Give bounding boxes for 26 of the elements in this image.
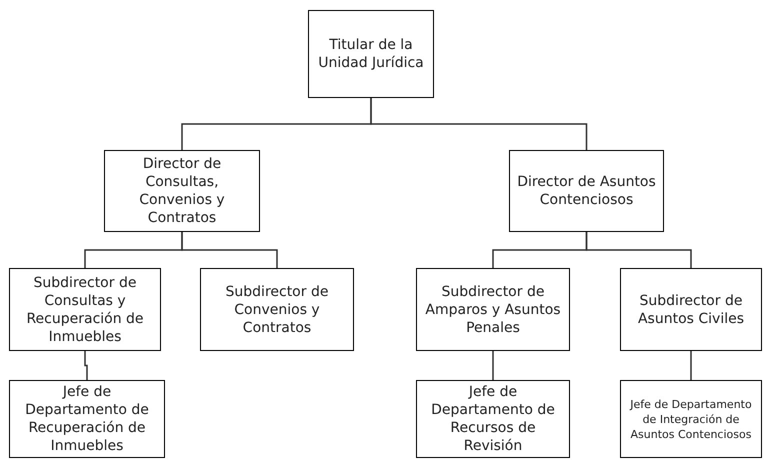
- connector-line: [181, 232, 278, 268]
- connector-line: [84, 351, 88, 380]
- position-title: Subdirector de Asuntos Civiles: [636, 292, 746, 328]
- org-box: [9, 380, 165, 458]
- org-box: [620, 380, 762, 458]
- position-title: Subdirector de Amparos y Asuntos Penales: [424, 282, 562, 336]
- connector-line: [370, 98, 588, 150]
- org-box: [509, 150, 664, 232]
- org-box: [416, 380, 570, 458]
- position-title: Subdirector de Convenios y Contratos: [224, 282, 330, 336]
- connector-line: [586, 232, 692, 268]
- org-box: [620, 268, 762, 351]
- org-box: [200, 268, 354, 351]
- connector-line: [492, 351, 494, 380]
- position-title: Jefe de Departamento de Recuperación de Inmuebles: [24, 383, 150, 455]
- org-box: [416, 268, 570, 351]
- position-title: Subdirector de Consultas y Recuperación de Inmuebles: [25, 274, 145, 346]
- connector-line: [690, 351, 692, 380]
- org-box: [9, 268, 161, 351]
- position-title: Titular de la Unidad Jurídica: [317, 36, 425, 72]
- position-title: Jefe de Departamento de Recursos de Revisión: [430, 383, 556, 455]
- org-box: [308, 10, 434, 98]
- position-title: Director de Consultas, Convenios y Contratos: [138, 155, 226, 227]
- position-title: Jefe de Departamento de Integración de Asuntos Contenciosos: [628, 396, 753, 442]
- org-box: [104, 150, 260, 232]
- position-title: Director de Asuntos Contenciosos: [516, 173, 657, 209]
